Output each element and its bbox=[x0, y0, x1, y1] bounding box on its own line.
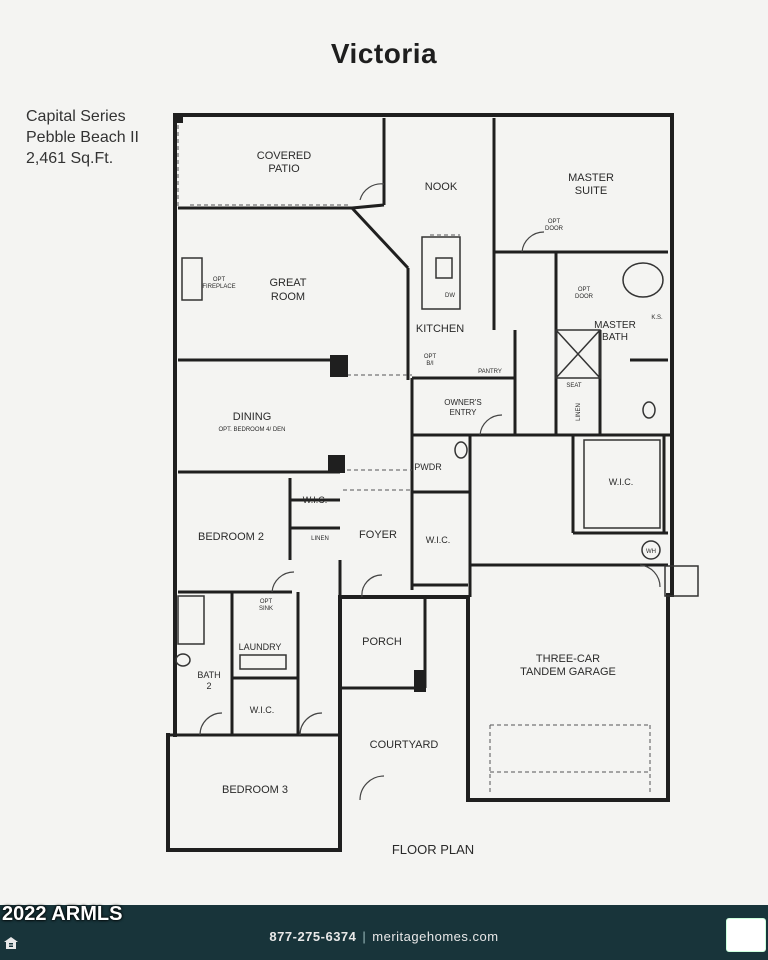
bedroom2-label: BEDROOM 2 bbox=[198, 531, 264, 543]
interior-walls bbox=[168, 118, 672, 737]
powder-room-label: PWDR bbox=[414, 462, 442, 472]
seat-label: SEAT bbox=[566, 383, 582, 389]
foyer-label: FOYER bbox=[359, 529, 397, 541]
porch-label: PORCH bbox=[362, 636, 402, 648]
columns bbox=[175, 115, 426, 692]
dining-label: DINING bbox=[233, 411, 272, 423]
copyright-watermark: 2022 ARMLS bbox=[2, 903, 123, 925]
door-swings bbox=[199, 183, 661, 801]
dashed-lines bbox=[177, 118, 651, 795]
phone-number[interactable]: 877-275-6374 bbox=[269, 929, 357, 944]
series-name: Capital Series bbox=[26, 108, 126, 125]
master-wic-label: W.I.C. bbox=[609, 477, 634, 487]
bedroom3-wic-label: W.I.C. bbox=[250, 705, 275, 715]
footer-separator: | bbox=[362, 929, 367, 944]
laundry-label: LAUNDRY bbox=[239, 642, 282, 652]
dining-option-label: OPT. BEDROOM 4/ DEN bbox=[218, 427, 285, 433]
kitchen-label: KITCHEN bbox=[416, 323, 464, 335]
linen-vertical-label: LINEN bbox=[576, 403, 582, 421]
knee-space-label: K.S. bbox=[651, 315, 663, 321]
footer-contact: 877-275-6374 | meritagehomes.com bbox=[0, 929, 768, 944]
courtyard-label: COURTYARD bbox=[370, 739, 439, 751]
foyer-wic-label: W.I.C. bbox=[426, 535, 451, 545]
exterior-walls bbox=[166, 113, 674, 852]
equal-housing-icon bbox=[4, 937, 18, 949]
square-footage: 2,461 Sq.Ft. bbox=[26, 150, 114, 167]
plan-series-info: Capital Series Pebble Beach II 2,461 Sq.… bbox=[26, 106, 139, 169]
model-name: Pebble Beach II bbox=[26, 129, 139, 146]
water-heater-label: WH bbox=[646, 549, 656, 555]
bedroom2-wic-label: W.I.C. bbox=[303, 495, 328, 505]
website-link[interactable]: meritagehomes.com bbox=[372, 929, 499, 944]
fine-print-disclaimer bbox=[20, 870, 750, 904]
energy-star-badge-icon bbox=[726, 918, 766, 952]
fixtures bbox=[175, 236, 699, 670]
plan-title: Victoria bbox=[330, 38, 438, 69]
pantry-label: PANTRY bbox=[478, 369, 502, 375]
dishwasher-label: DW bbox=[445, 293, 455, 299]
bedroom3-label: BEDROOM 3 bbox=[222, 784, 288, 796]
floor-plan-caption: FLOOR PLAN bbox=[392, 842, 474, 857]
linen-label: LINEN bbox=[311, 536, 329, 542]
nook-label: NOOK bbox=[425, 181, 458, 193]
footer-bar bbox=[0, 905, 768, 960]
